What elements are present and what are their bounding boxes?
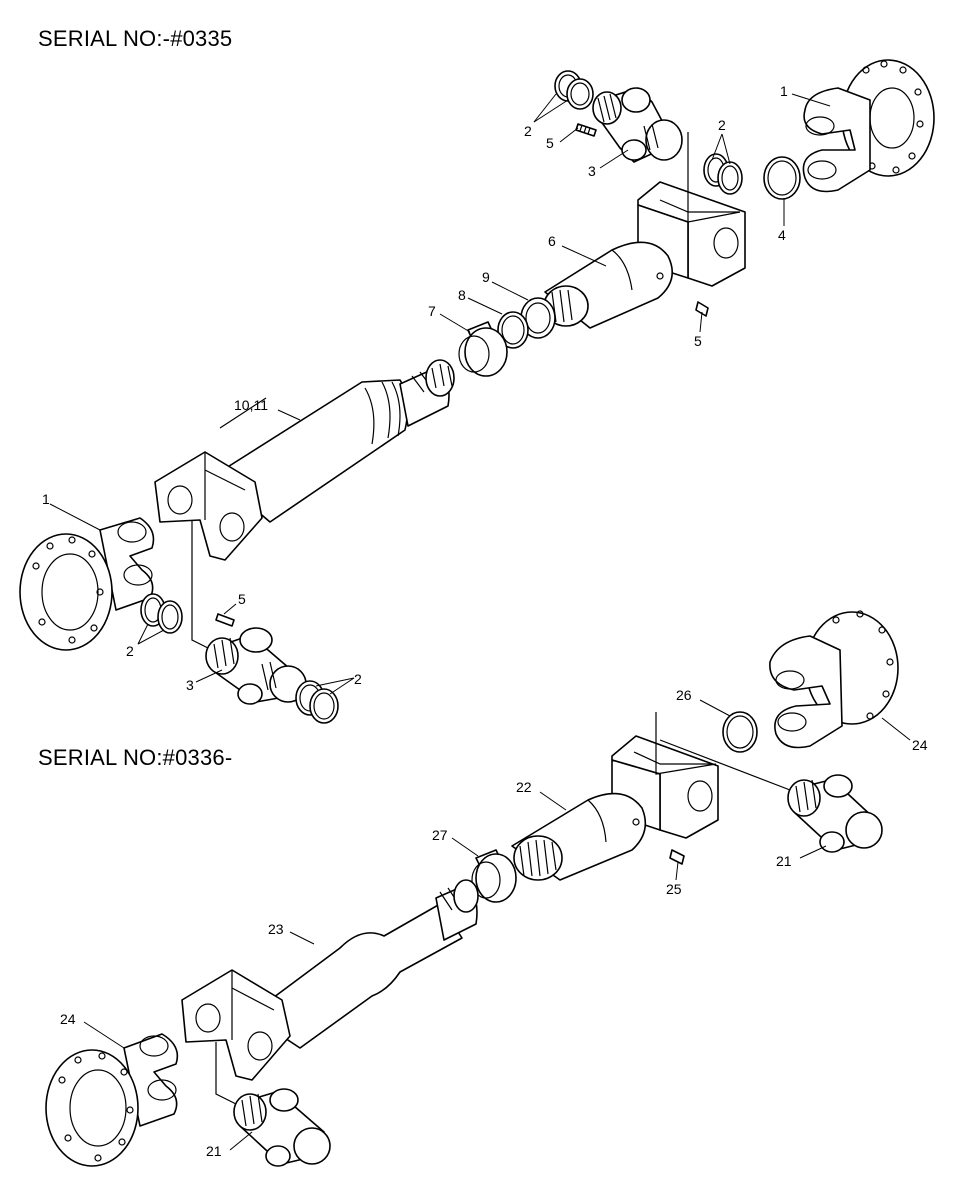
universal-joint-spider-lower-b	[233, 1088, 331, 1167]
ring-part-27	[471, 849, 517, 903]
callout-part-3-upper: 3	[588, 163, 596, 179]
callout-part-8: 8	[458, 287, 466, 303]
callout-part-21-lower: 21	[206, 1143, 222, 1159]
slip-yoke-b	[511, 735, 719, 881]
callout-part-5-right: 5	[694, 333, 702, 349]
callout-part-24-left: 24	[60, 1011, 76, 1027]
callout-part-4: 4	[778, 227, 786, 243]
callout-part-5-upper: 5	[546, 135, 554, 151]
seal-ring-b	[722, 711, 758, 753]
main-shaft	[214, 359, 455, 523]
flange-yoke-left-b	[45, 1033, 179, 1167]
callout-labels: 1 2 2 5 3 4 6 9 8 7 5 10,11 1 5 2 3 2 26…	[42, 83, 928, 1159]
callout-part-2-lower-left: 2	[126, 643, 134, 659]
callout-part-24-right: 24	[912, 737, 928, 753]
bottom-assembly	[45, 610, 899, 1167]
callout-part-22: 22	[516, 779, 532, 795]
flange-yoke-right	[802, 59, 935, 193]
callout-part-3-lower: 3	[186, 677, 194, 693]
callout-part-23: 23	[268, 921, 284, 937]
universal-joint-spider-lower	[205, 627, 307, 705]
slip-yoke	[543, 181, 746, 329]
bearing-rings-lower-right	[295, 680, 339, 724]
top-assembly	[19, 59, 935, 724]
callout-part-25: 25	[666, 881, 682, 897]
callout-part-6: 6	[548, 233, 556, 249]
callout-part-2-lower-right: 2	[354, 671, 362, 687]
universal-joint-spider-upper	[592, 87, 683, 163]
bolt-b	[669, 849, 685, 865]
callout-part-2-upper-left: 2	[524, 123, 532, 139]
callout-part-27: 27	[432, 827, 448, 843]
callout-part-1-upper-right: 1	[780, 83, 788, 99]
universal-joint-spider-right-b	[787, 774, 883, 853]
bolt-right	[695, 301, 709, 317]
callout-part-7: 7	[428, 303, 436, 319]
bearing-rings-right	[703, 153, 743, 195]
section-title-serial-0336: SERIAL NO:#0336-	[38, 745, 233, 770]
bearing-rings-lower-left	[140, 593, 183, 634]
main-shaft-b	[249, 879, 479, 1049]
callout-part-5-lower: 5	[238, 591, 246, 607]
ring-part-8	[497, 311, 529, 349]
flange-yoke-left	[19, 517, 155, 651]
callout-part-21-right: 21	[776, 853, 792, 869]
ring-part-7	[458, 321, 508, 377]
bolt-upper	[575, 123, 597, 137]
callout-part-9: 9	[482, 269, 490, 285]
bolt-lower	[215, 613, 235, 627]
callout-part-26: 26	[676, 687, 692, 703]
leader-lines	[49, 93, 911, 1151]
bearing-rings-upper	[554, 70, 594, 110]
callout-part-10-11: 10,11	[234, 397, 268, 413]
callout-part-1-left: 1	[42, 491, 50, 507]
shaft-yoke-left-b	[181, 969, 291, 1081]
shaft-yoke-left	[154, 451, 263, 561]
seal-ring	[763, 156, 801, 200]
flange-yoke-right-b	[769, 610, 899, 749]
callout-part-2-upper-right: 2	[718, 117, 726, 133]
section-title-serial-0335: SERIAL NO:-#0335	[38, 26, 233, 51]
